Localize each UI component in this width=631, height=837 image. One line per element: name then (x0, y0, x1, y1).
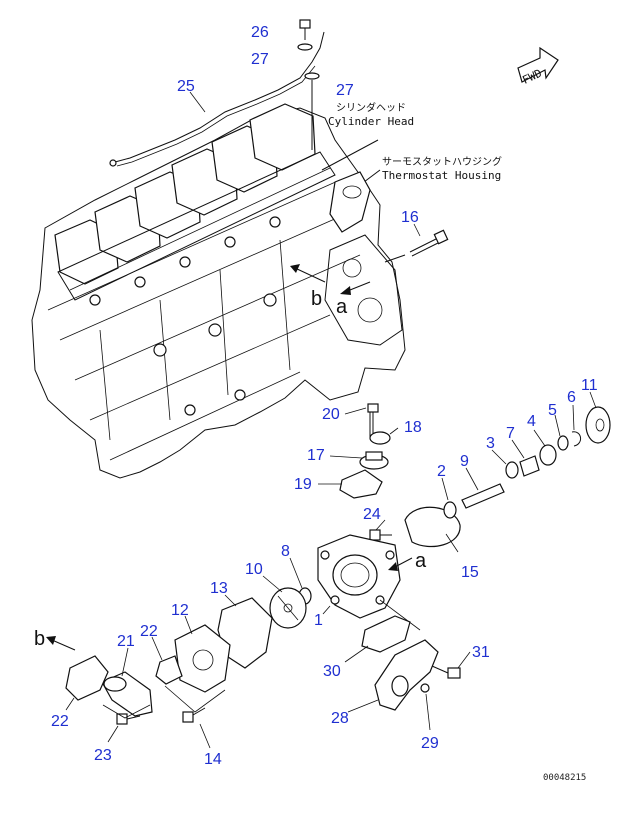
thermostat-housing-label-en: Thermostat Housing (382, 169, 501, 182)
callout-25: 25 (177, 78, 195, 95)
callout-13: 13 (210, 580, 228, 597)
callout-17: 17 (307, 447, 325, 464)
gasket-13 (217, 597, 273, 669)
elbow-21 (101, 671, 153, 717)
bolt-24 (369, 529, 392, 541)
callout-numbers: 26 27 27 25 16 20 18 17 19 2 9 3 7 4 5 6… (51, 24, 598, 768)
callout-18: 18 (404, 419, 422, 436)
callout-21: 21 (117, 633, 135, 650)
bolt-31 (431, 665, 461, 679)
drawing-code: 00048215 (543, 773, 586, 783)
ring-2 (443, 501, 457, 519)
bolt-14 (182, 707, 206, 723)
bolt-16 (409, 229, 449, 257)
callout-12: 12 (171, 602, 189, 619)
callout-4: 4 (527, 413, 536, 430)
callout-27-a: 27 (251, 51, 269, 68)
callout-8: 8 (281, 543, 290, 560)
callout-5: 5 (548, 402, 557, 419)
gasket-30 (361, 615, 411, 653)
ref-a-top: a (336, 296, 348, 318)
cylinder-head-label-jp: シリンダヘッド (336, 101, 406, 114)
cylinder-head-covers (54, 103, 316, 285)
ref-b-left: b (34, 628, 45, 650)
impeller-10 (269, 587, 307, 629)
harness-wire (114, 31, 325, 163)
callout-22-b: 22 (51, 713, 69, 730)
callout-14: 14 (204, 751, 222, 768)
callout-3: 3 (486, 435, 495, 452)
callout-19: 19 (294, 476, 312, 493)
plug-29 (420, 683, 430, 693)
thermostat-17 (359, 451, 389, 470)
bolt-23 (116, 713, 141, 725)
callout-20: 20 (322, 406, 340, 423)
thermostat-housing-label-jp: サーモスタットハウジング (382, 155, 502, 168)
ref-a-mid: a (415, 550, 427, 572)
washer-27-top (297, 43, 313, 51)
callout-29: 29 (421, 735, 439, 752)
callout-27-b: 27 (336, 82, 354, 99)
gasket-19 (339, 469, 383, 499)
cylinder-head-label-en: Cylinder Head (328, 115, 414, 128)
pulley-11 (585, 406, 611, 444)
callout-24: 24 (363, 506, 381, 523)
seal-3 (505, 461, 519, 479)
o-ring-15 (404, 506, 461, 548)
water-pump-housing-1 (317, 534, 401, 619)
engine-block (31, 103, 406, 479)
elbow-28 (374, 639, 439, 711)
o-ring-18 (369, 431, 391, 445)
callout-10: 10 (245, 561, 263, 578)
shaft-9 (461, 483, 505, 509)
gasket-22-mid (155, 655, 183, 685)
gasket-22-left (65, 655, 109, 701)
spacer-7 (519, 455, 540, 477)
callout-26: 26 (251, 24, 269, 41)
block-bolts (89, 216, 281, 416)
callout-31: 31 (472, 644, 490, 661)
callout-16: 16 (401, 209, 419, 226)
callout-15: 15 (461, 564, 479, 581)
cover-plate-12 (174, 624, 231, 693)
bolt-26 (299, 19, 311, 40)
snap-ring-6 (571, 431, 581, 447)
fwd-arrow (517, 46, 559, 83)
callout-22-a: 22 (140, 623, 158, 640)
callout-30: 30 (323, 663, 341, 680)
callout-leaders (65, 91, 597, 749)
callout-7: 7 (506, 425, 515, 442)
callout-23: 23 (94, 747, 112, 764)
callout-6: 6 (567, 389, 576, 406)
ref-b-top: b (311, 288, 322, 310)
seal-5 (557, 435, 569, 451)
callout-9: 9 (460, 453, 469, 470)
callout-28: 28 (331, 710, 349, 727)
callout-2: 2 (437, 463, 446, 480)
bearing-4 (539, 444, 557, 466)
washer-27-bottom (304, 72, 320, 80)
callout-1: 1 (314, 612, 323, 629)
callout-11: 11 (581, 377, 598, 394)
